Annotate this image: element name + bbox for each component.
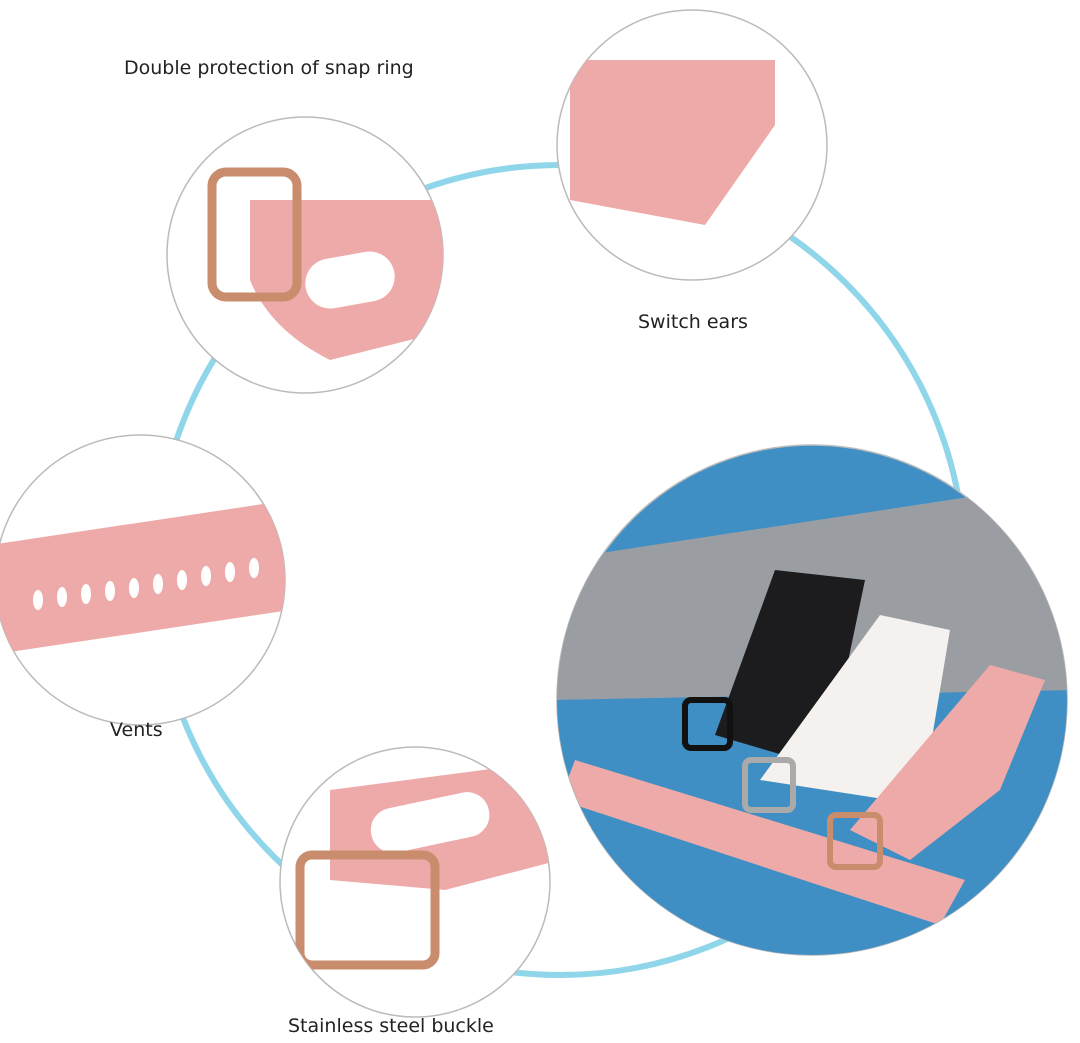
label-vents: Vents [110,719,163,741]
switch-ears-detail-circle [556,9,828,281]
product-photo-circle [556,444,1068,956]
snap-ring-detail-circle [166,116,444,394]
label-snap-ring: Double protection of snap ring [124,57,414,79]
buckle-detail-circle [279,746,551,1018]
vents-detail-circle [0,434,286,726]
label-buckle: Stainless steel buckle [288,1015,494,1037]
label-switch-ears: Switch ears [638,311,748,333]
